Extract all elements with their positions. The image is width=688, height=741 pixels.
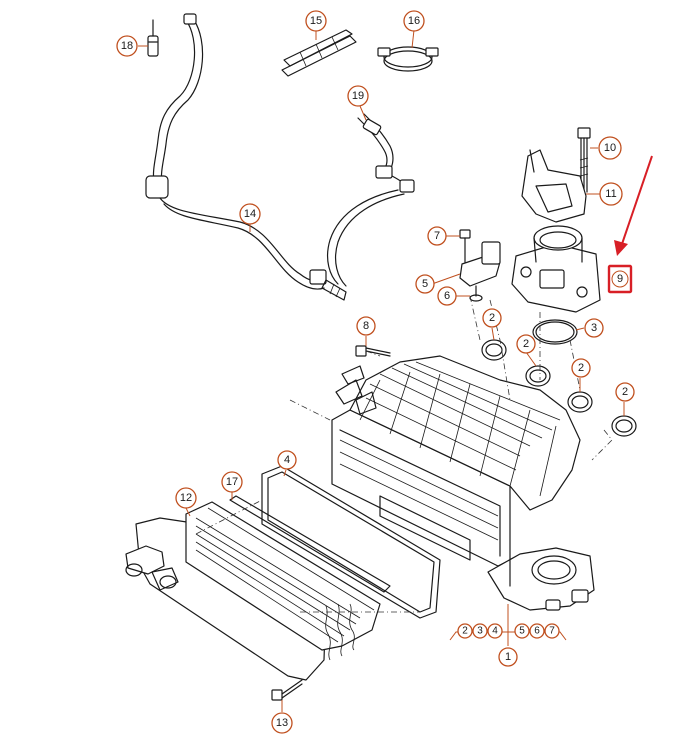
part-19-vacuum-line [326,113,415,287]
callout-2a-label: 2 [489,312,495,324]
callout-2d-label: 2 [622,386,628,398]
callout-7: 7 [427,226,447,246]
callout-18-label: 18 [121,40,133,52]
part-7-screw [459,229,471,263]
part-5-sensor [459,241,501,297]
callout-10-label: 10 [604,142,616,154]
callout-2c-label: 2 [578,362,584,374]
part-17-seal [229,495,391,593]
part-2-seal-a [481,339,507,361]
callout-11: 11 [599,182,623,206]
callout-12-label: 12 [180,492,192,504]
callout-17-label: 17 [226,476,238,488]
callout-11-label: 11 [605,188,616,200]
assembly-lines [195,295,613,613]
part-1-intake-manifold [331,355,595,611]
callout-19: 19 [347,85,369,107]
callout-14-label: 14 [244,208,256,220]
part-13-bolt [271,679,303,701]
callout-4-label: 4 [284,454,290,466]
callout-13: 13 [271,712,293,734]
callout-9-highlighted: 9 [607,264,633,294]
part-2-seal-d [611,415,637,437]
part-9-throttle-body [511,225,601,313]
callout-2b-label: 2 [523,338,529,350]
callout-7-label: 7 [434,230,440,242]
callout-16-label: 16 [408,15,420,27]
callout-1: 1 [498,647,518,667]
sublist-5: 5 [519,626,525,637]
callout-1-label: 1 [505,651,511,663]
sublist-4: 4 [492,626,498,637]
sublist-3: 3 [477,626,483,637]
callout-10: 10 [598,136,622,160]
part-6-seal [469,294,483,302]
callout-8-label: 8 [363,320,369,332]
callout-18: 18 [116,35,138,57]
callout-3: 3 [584,318,604,338]
callout-17: 17 [221,471,243,493]
sublist-6: 6 [534,626,540,637]
part-15-cable-strip [281,29,357,77]
callout-15: 15 [305,10,327,32]
callout-2-b: 2 [516,334,536,354]
callout-5-label: 5 [422,278,428,290]
part-18-fitting [147,19,159,57]
callout-14: 14 [239,203,261,225]
highlight-arrow [614,155,653,256]
callout-12: 12 [175,487,197,509]
part-2-seal-c [567,391,593,413]
callout-8: 8 [356,316,376,336]
callout-19-label: 19 [352,90,364,102]
callout-15-label: 15 [310,15,322,27]
callout-13-label: 13 [276,717,288,729]
sublist-group: 2 3 4 5 6 7 [457,623,560,639]
part-11-bracket [521,149,587,223]
sublist-2: 2 [462,626,468,637]
part-3-o-ring [532,319,578,345]
callout-6: 6 [437,286,457,306]
callout-4: 4 [277,450,297,470]
sublist-7: 7 [549,626,555,637]
part-14-breather-hose [145,13,347,301]
part-8-bolt [355,345,391,357]
part-2-seal-b [525,365,551,387]
callout-2-c: 2 [571,358,591,378]
callout-2-d: 2 [615,382,635,402]
callout-6-label: 6 [444,290,450,302]
callout-2-a: 2 [482,308,502,328]
part-16-clamp [377,46,439,72]
callout-9-label: 9 [617,273,623,285]
callout-5: 5 [415,274,435,294]
callout-3-label: 3 [591,322,597,334]
callout-16: 16 [403,10,425,32]
part-12-charge-air-cooler [125,501,381,681]
